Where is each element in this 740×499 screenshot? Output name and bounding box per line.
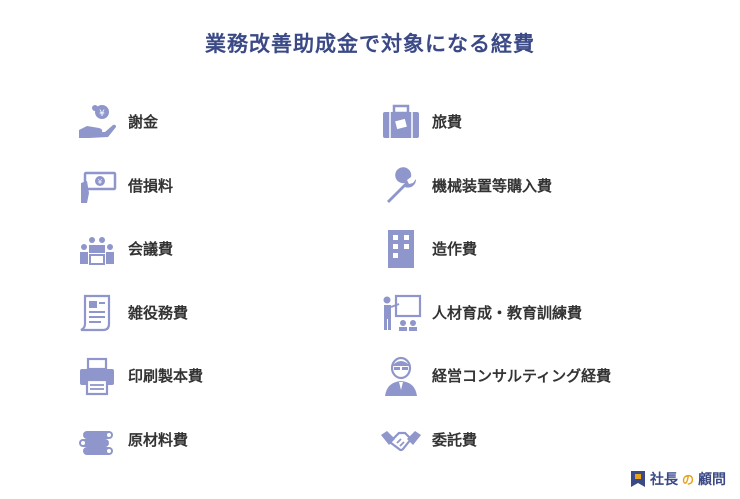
list-item: 機械装置等購入費 xyxy=(378,154,611,218)
svg-text:¥: ¥ xyxy=(99,109,105,119)
logs-icon xyxy=(74,416,120,462)
item-label: 謝金 xyxy=(128,113,159,132)
list-item: 委託費 xyxy=(378,408,611,472)
item-label: 経営コンサルティング経費 xyxy=(432,367,612,386)
brand-logo: 社長 の 顧問 xyxy=(630,469,726,489)
right-column: 旅費 機械装置等購入費 造作費 xyxy=(378,90,611,471)
item-label: 委託費 xyxy=(432,430,478,449)
logo-text-3: 顧問 xyxy=(698,472,726,488)
list-item: 造作費 xyxy=(378,217,611,281)
item-label: 機械装置等購入費 xyxy=(432,176,553,195)
list-item: 会議費 xyxy=(74,217,203,281)
list-item: ¥ 謝金 xyxy=(74,90,203,154)
item-label: 印刷製本費 xyxy=(128,367,204,386)
document-scroll-icon xyxy=(74,289,120,335)
building-icon xyxy=(378,226,424,272)
list-item: 経営コンサルティング経費 xyxy=(378,344,611,408)
logo-text-1: 社長 xyxy=(649,472,678,488)
list-item: 人材育成・教育訓練費 xyxy=(378,281,611,345)
item-label: 旅費 xyxy=(432,113,463,132)
list-item: ¥ 借損料 xyxy=(74,154,203,218)
item-label: 人材育成・教育訓練費 xyxy=(432,303,583,322)
svg-text:¥: ¥ xyxy=(98,178,103,186)
item-label: 造作費 xyxy=(432,240,478,259)
printer-icon xyxy=(74,353,120,399)
suitcase-icon xyxy=(378,99,424,145)
meeting-icon xyxy=(74,226,120,272)
wrench-icon xyxy=(378,162,424,208)
logo-mark-icon xyxy=(630,471,645,487)
item-label: 会議費 xyxy=(128,240,174,259)
hand-cash-icon: ¥ xyxy=(74,162,120,208)
list-item: 雑役務費 xyxy=(74,281,203,345)
list-item: 旅費 xyxy=(378,90,611,154)
consultant-icon xyxy=(378,353,424,399)
item-label: 借損料 xyxy=(128,176,174,195)
logo-text-2: の xyxy=(681,472,694,487)
list-item: 原材料費 xyxy=(74,408,203,472)
list-item: 印刷製本費 xyxy=(74,344,203,408)
item-label: 原材料費 xyxy=(128,430,189,449)
handshake-icon xyxy=(378,416,424,462)
training-icon xyxy=(378,289,424,335)
hand-coin-icon: ¥ xyxy=(74,99,120,145)
item-label: 雑役務費 xyxy=(128,303,189,322)
page-title: 業務改善助成金で対象になる経費 xyxy=(205,32,535,56)
left-column: ¥ 謝金 ¥ 借損料 xyxy=(74,90,203,471)
